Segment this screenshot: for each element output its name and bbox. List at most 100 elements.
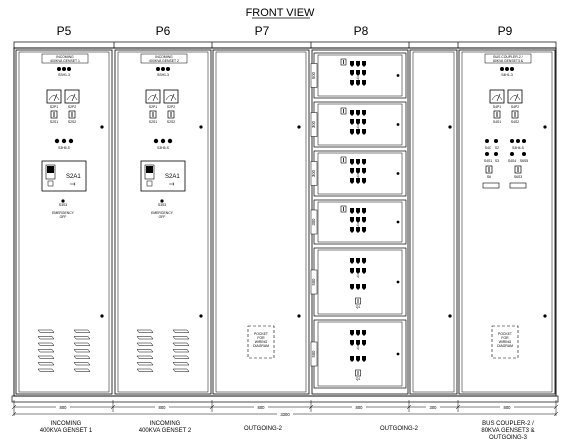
label-p6-sw-l: S2S1	[149, 120, 157, 124]
label-p9-b4: S6S5	[520, 159, 528, 163]
fuse-icon	[356, 168, 360, 174]
fuse-icon	[356, 178, 360, 184]
handle-slot	[509, 182, 527, 189]
caption-p7: OUTGOING-2	[244, 426, 283, 432]
label-p6-ctrl: S2A1	[165, 174, 180, 180]
fuse-icon	[362, 258, 366, 264]
pocket-p9-l4: DIAGRAM	[497, 344, 513, 348]
label-p5-ss: SSH1-3	[58, 73, 70, 77]
caption-p9-l3: OUTGOING-3	[489, 435, 528, 441]
pocket-p9-l3: WIRING	[499, 340, 512, 344]
fuse-icon	[356, 284, 360, 290]
nameplate-p6	[140, 53, 188, 64]
controller-box	[41, 160, 87, 192]
caption-p6-l1: INCOMING	[150, 421, 181, 427]
label-p6-ss: SSH1-3	[157, 73, 169, 77]
fuse-icon	[362, 80, 366, 86]
nameplate-p9	[484, 53, 532, 64]
pocket-p7-l3: WIRING	[255, 340, 268, 344]
fuse-icon	[362, 340, 366, 346]
label-p9-a1: S4C	[485, 146, 492, 150]
label-p9-sw-r: S4S2	[511, 120, 519, 124]
selector-switch-icon	[485, 165, 493, 174]
label-p5-lamp-l: S2P1	[50, 105, 58, 109]
fuse-icon	[350, 61, 354, 67]
fuse-icon	[350, 178, 354, 184]
caption-p6-l2: 400KVA GENSET 2	[139, 428, 192, 434]
label-p9-b2: S3	[495, 159, 499, 163]
vent-louvers	[136, 329, 190, 372]
meter-icon	[64, 89, 80, 104]
panel-p9-equipment: BUS COUPLER-2 / 80KVA GENSET3 & S4H1-3 S…	[482, 53, 532, 359]
meter-icon	[46, 89, 62, 104]
fuse-icon	[356, 129, 360, 135]
fuse-icon	[350, 110, 354, 116]
fuse-icon	[362, 217, 366, 223]
fuse-icon	[362, 356, 366, 362]
fuse-icon	[362, 119, 366, 125]
fuse-icon	[356, 80, 360, 86]
caption-p9-l2: 80KVA GENSET3 &	[481, 428, 534, 434]
diagram-title: FRONT VIEW	[246, 7, 315, 19]
breaker-tag: Q	[357, 125, 360, 129]
dimension-ticks	[11, 404, 559, 417]
compartment-height-label: 300	[311, 169, 316, 177]
breaker-tag: Q1	[356, 305, 361, 309]
selector-switch-icon	[50, 110, 58, 119]
pocket-p7-l4: DIAGRAM	[253, 344, 269, 348]
fuse-icon	[350, 70, 354, 76]
fuse-icon	[356, 340, 360, 346]
label-p9-b1: S4S1	[484, 159, 492, 163]
nameplate-p5-line2: 400KVA GENSET 1	[50, 59, 80, 63]
dim-p6: 800	[159, 405, 167, 410]
pocket-p7-l1: POCKET	[254, 332, 268, 336]
fuse-icon	[362, 178, 366, 184]
fuse-icon	[350, 258, 354, 264]
fuse-icon	[356, 356, 360, 362]
panel-name-p8: P8	[354, 24, 369, 38]
fuse-icon	[356, 159, 360, 165]
caption-p5-l1: INCOMING	[51, 421, 82, 427]
panel-name-p6: P6	[156, 24, 171, 38]
fuse-icon	[362, 70, 366, 76]
label-p6-estop-2: OFF	[159, 215, 166, 219]
fuse-icon	[362, 129, 366, 135]
selector-switch-icon	[167, 110, 175, 119]
fuse-icon	[362, 268, 366, 274]
fuse-icon	[350, 129, 354, 135]
panel-p7-pocket: POCKET FOR WIRING DIAGRAM	[247, 325, 275, 359]
selector-switch-icon	[493, 110, 501, 119]
label-p5-ctrl: S2A1	[66, 174, 81, 180]
label-p5-sw-r: S2S2	[68, 120, 76, 124]
label-p6-ind: S3H5-S	[157, 146, 170, 150]
breaker-tag: Q	[357, 76, 360, 80]
label-p5-sw-l: S2S1	[50, 120, 58, 124]
panel-name-p5: P5	[57, 24, 72, 38]
fuse-icon	[362, 284, 366, 290]
pocket-p9-l2: FOR	[501, 336, 509, 340]
compartment-height-label: 300	[311, 218, 316, 226]
label-p9-ind: S4H4-S	[512, 146, 525, 150]
pocket-p9-l1: POCKET	[498, 332, 512, 336]
dim-p7: 800	[258, 405, 266, 410]
caption-p8: OUTGOING-2	[380, 426, 419, 432]
dim-p8: 800	[356, 405, 364, 410]
panel-frames	[15, 49, 556, 395]
caption-p5-l2: 400KVA GENSET 1	[40, 428, 93, 434]
dimension-labels: 800 800 800 800 300 800 3300	[56, 404, 514, 417]
caption-p9-l1: BUS COUPLER-2 /	[482, 421, 534, 427]
fuse-icon	[356, 208, 360, 214]
selector-switch-icon	[511, 110, 519, 119]
nameplate-p6-line1: INCOMING	[155, 55, 173, 59]
fuse-icon	[350, 340, 354, 346]
fuse-icon	[350, 168, 354, 174]
fuse-icon	[362, 168, 366, 174]
nameplate-p5-line1: INCOMING	[56, 55, 74, 59]
selector-switch-icon	[514, 165, 522, 174]
fuse-icon	[350, 227, 354, 233]
nameplate-p9-line1: BUS COUPLER-2 /	[493, 55, 522, 59]
